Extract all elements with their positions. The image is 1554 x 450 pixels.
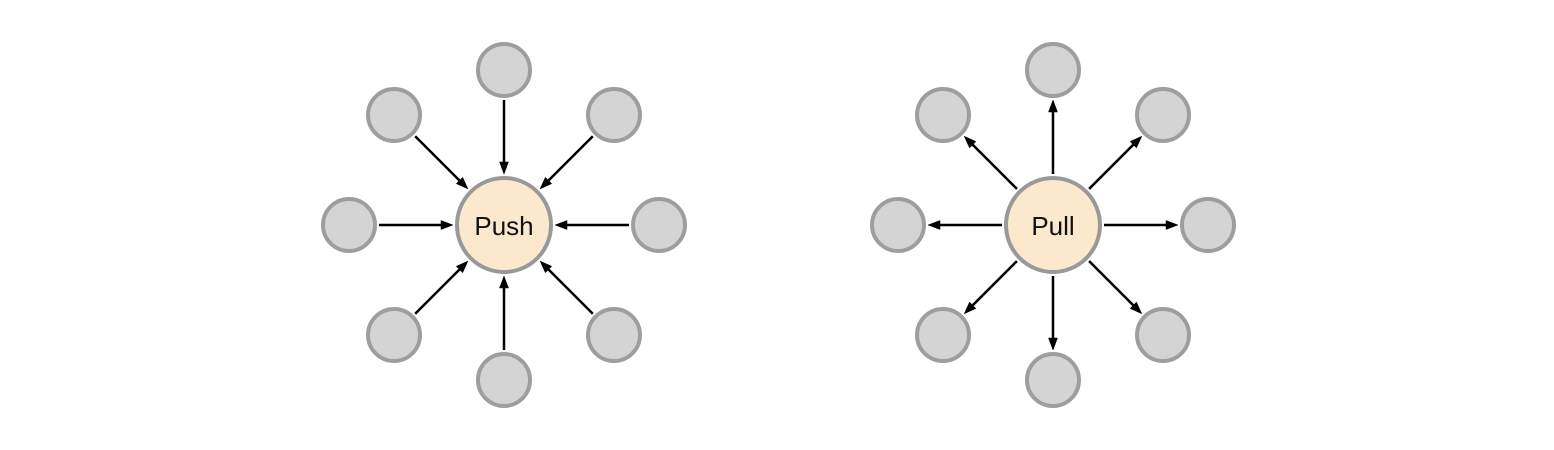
edge-pull-spoke-n — [1048, 99, 1058, 174]
edge-push-spoke-nw — [414, 135, 469, 190]
arrowhead-pull-spoke-nw — [963, 135, 977, 149]
arrowhead-pull-spoke-w — [927, 220, 941, 230]
edge-pull-spoke-e — [1104, 220, 1179, 230]
edge-line-pull-spoke-se — [1088, 260, 1136, 308]
edge-push-spoke-s — [499, 275, 509, 350]
edge-push-spoke-n — [499, 100, 509, 175]
satellite-node-push-spoke-w — [321, 197, 377, 253]
arrowhead-pull-spoke-ne — [1129, 135, 1143, 149]
arrowhead-push-spoke-w — [440, 220, 454, 230]
arrowhead-push-spoke-s — [499, 275, 509, 289]
satellite-node-pull-spoke-n — [1025, 42, 1081, 98]
satellite-node-pull-spoke-se — [1135, 307, 1191, 363]
nodes-pull — [870, 42, 1236, 408]
nodes-push — [321, 42, 687, 408]
arrowhead-push-spoke-se — [539, 260, 553, 274]
edge-pull-spoke-ne — [1088, 135, 1143, 190]
edge-push-spoke-sw — [414, 260, 469, 315]
edge-line-push-spoke-se — [546, 267, 594, 315]
satellite-node-push-spoke-nw — [366, 87, 422, 143]
arrowhead-push-spoke-sw — [455, 260, 469, 274]
edge-line-pull-spoke-ne — [1088, 142, 1136, 190]
edge-line-push-spoke-nw — [414, 135, 462, 183]
satellite-node-pull-spoke-nw — [915, 87, 971, 143]
arrowhead-push-spoke-n — [499, 161, 509, 175]
satellite-node-push-spoke-n — [476, 42, 532, 98]
satellite-node-pull-spoke-s — [1025, 352, 1081, 408]
satellite-node-pull-spoke-ne — [1135, 87, 1191, 143]
edge-push-spoke-se — [539, 260, 594, 315]
satellite-node-push-spoke-sw — [366, 307, 422, 363]
arrowhead-pull-spoke-s — [1048, 337, 1058, 351]
hub-circle-pull — [1004, 176, 1102, 274]
edge-line-push-spoke-sw — [414, 267, 462, 315]
edge-pull-spoke-w — [927, 220, 1002, 230]
satellite-node-pull-spoke-e — [1180, 197, 1236, 253]
edge-push-spoke-ne — [539, 135, 594, 190]
satellite-node-push-spoke-se — [586, 307, 642, 363]
hub-pull: Pull — [1004, 176, 1102, 274]
satellite-node-pull-spoke-sw — [915, 307, 971, 363]
hub-circle-push — [455, 176, 553, 274]
edge-pull-spoke-s — [1048, 276, 1058, 351]
arrowhead-pull-spoke-e — [1165, 220, 1179, 230]
edges-pull — [927, 99, 1179, 351]
satellite-node-pull-spoke-w — [870, 197, 926, 253]
arrowhead-pull-spoke-n — [1048, 99, 1058, 113]
edge-line-push-spoke-ne — [546, 135, 594, 183]
edge-push-spoke-w — [379, 220, 454, 230]
satellite-node-push-spoke-s — [476, 352, 532, 408]
edge-line-pull-spoke-nw — [970, 142, 1018, 190]
diagram-push: Push — [321, 42, 687, 408]
edge-pull-spoke-nw — [963, 135, 1018, 190]
arrowhead-pull-spoke-se — [1129, 301, 1143, 315]
arrowhead-push-spoke-e — [554, 220, 568, 230]
edges-push — [379, 100, 629, 350]
arrowhead-push-spoke-nw — [455, 176, 469, 190]
diagram-pull: Pull — [870, 42, 1236, 408]
edge-pull-spoke-sw — [963, 260, 1018, 315]
hub-push: Push — [455, 176, 553, 274]
edge-push-spoke-e — [554, 220, 629, 230]
arrowhead-pull-spoke-sw — [963, 301, 977, 315]
edge-line-pull-spoke-sw — [970, 260, 1018, 308]
satellite-node-push-spoke-ne — [586, 87, 642, 143]
arrowhead-push-spoke-ne — [539, 176, 553, 190]
satellite-node-push-spoke-e — [631, 197, 687, 253]
edge-pull-spoke-se — [1088, 260, 1143, 315]
